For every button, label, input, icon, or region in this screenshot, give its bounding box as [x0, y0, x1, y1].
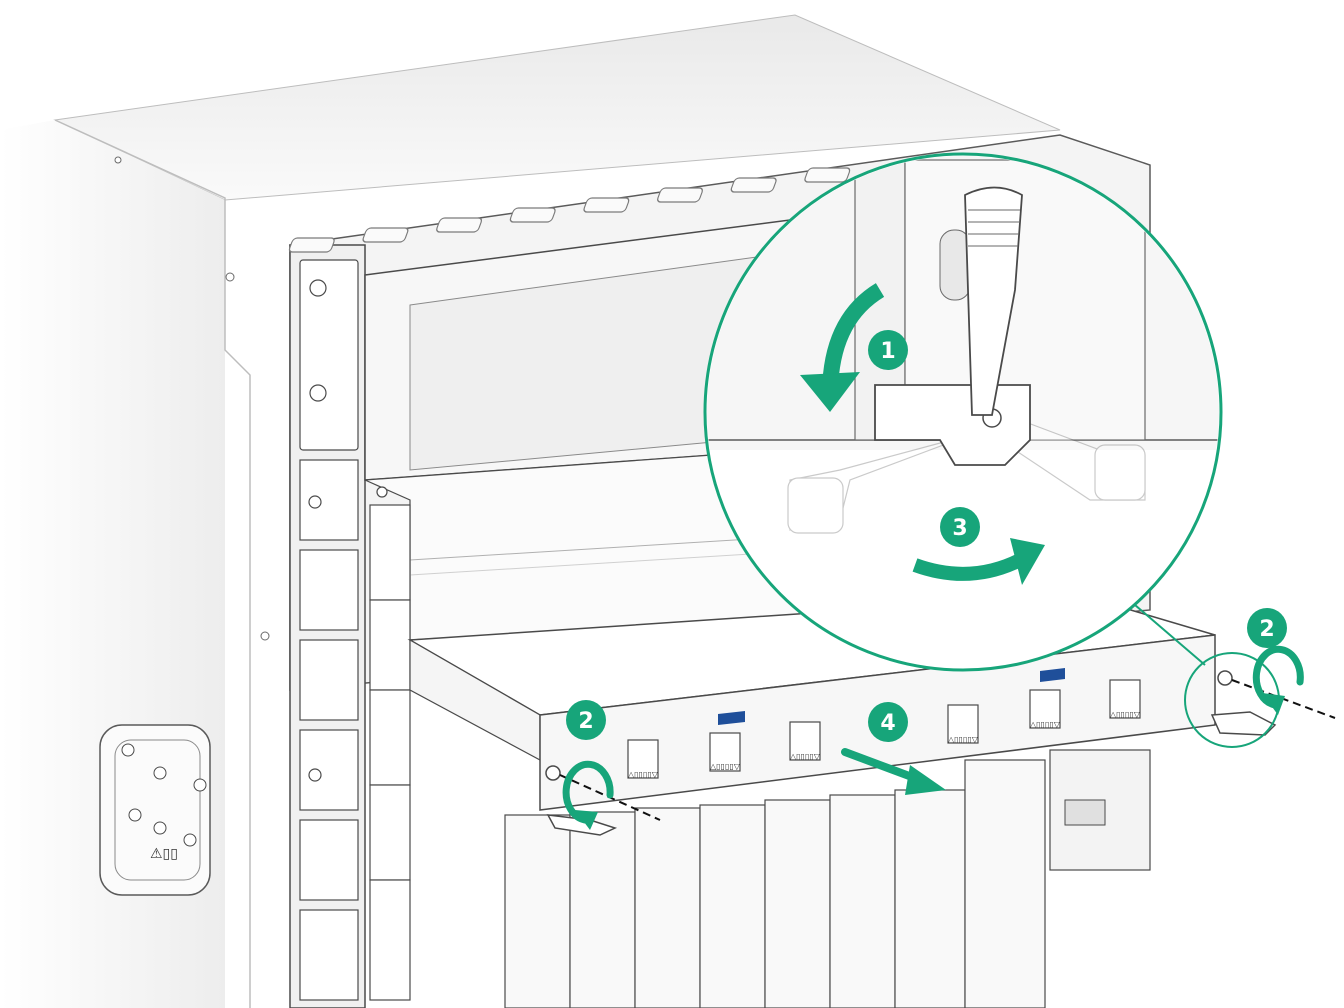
side-handle-plate: ⚠▯▯	[99, 724, 211, 896]
step-badge-2-right: 2	[1247, 608, 1287, 648]
port-label: △▯▯▯▯▽	[1030, 720, 1061, 729]
blue-latch-left	[718, 711, 745, 725]
side-screw	[260, 631, 270, 641]
rotate-right-arrow	[912, 538, 1045, 585]
captive-screw-right	[1217, 670, 1233, 686]
side-screw	[114, 156, 122, 164]
port-labels: △▯▯▯▯▽ △▯▯▯▯▽ △▯▯▯▯▽ △▯▯▯▯▽ △▯▯▯▯▽ △▯▯▯▯…	[628, 710, 1141, 779]
port-label: △▯▯▯▯▽	[790, 752, 821, 761]
rail-screws	[308, 279, 388, 782]
lower-modules	[504, 759, 1046, 1008]
blue-latch-right	[1040, 668, 1065, 682]
lever-handle	[964, 186, 1023, 416]
step-number: 3	[952, 516, 967, 541]
step-badge-1: 1	[868, 330, 908, 370]
rotate-arrow-left	[562, 760, 614, 830]
port-label: △▯▯▯▯▽	[948, 735, 979, 744]
side-screw	[225, 272, 235, 282]
step-number: 2	[578, 709, 593, 734]
step-badge-3: 3	[940, 507, 980, 547]
callout-line	[1134, 604, 1206, 666]
port-label: △▯▯▯▯▽	[628, 770, 659, 779]
step-number: 2	[1259, 617, 1274, 642]
step-badge-4: 4	[868, 702, 908, 742]
callout-small-circle	[1184, 652, 1280, 748]
rail-latches	[299, 259, 411, 1001]
step-number: 4	[880, 711, 895, 736]
zoom-detail	[703, 152, 1223, 672]
ejector-lever-right	[1210, 711, 1277, 736]
warning-label: ⚠▯▯	[150, 846, 178, 862]
step-badge-2-left: 2	[566, 700, 606, 740]
pull-arrow	[841, 748, 946, 795]
top-vent-slots	[288, 167, 851, 253]
port-label: △▯▯▯▯▽	[1110, 710, 1141, 719]
chassis-side-edge	[54, 119, 251, 1008]
rotate-down-arrow	[800, 283, 885, 412]
step-number: 1	[880, 339, 895, 364]
port-cages	[627, 679, 1141, 779]
captive-screw-left	[545, 765, 561, 781]
port-label: △▯▯▯▯▽	[710, 762, 741, 771]
